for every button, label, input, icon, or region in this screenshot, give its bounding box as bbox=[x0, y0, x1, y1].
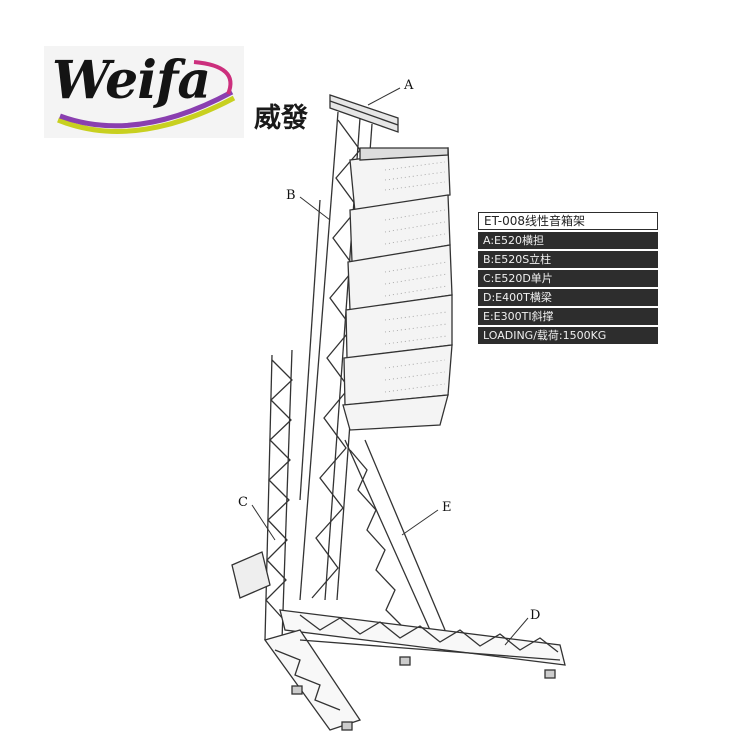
callout-d: D bbox=[530, 608, 541, 623]
callout-leader-lines bbox=[251, 87, 529, 646]
legend-title: ET-008线性音箱架 bbox=[478, 212, 658, 230]
legend-row-a: A:E520横担 bbox=[478, 232, 658, 249]
legend-row-c: C:E520D单片 bbox=[478, 270, 658, 287]
logo-wordmark: Weifa bbox=[52, 50, 211, 111]
chain-hoist-box bbox=[231, 551, 271, 599]
weifa-logo: Weifa 威發 bbox=[44, 46, 308, 138]
legend-row-b: B:E520S立柱 bbox=[478, 251, 658, 268]
single-section-truss bbox=[264, 349, 293, 641]
callout-e: E bbox=[442, 500, 452, 515]
logo-chinese-name: 威發 bbox=[254, 103, 308, 134]
legend-row-d: D:E400T横梁 bbox=[478, 289, 658, 306]
logo-swoosh-graphic bbox=[57, 60, 236, 134]
callout-b: B bbox=[286, 188, 296, 203]
speaker-grille-dots bbox=[384, 161, 448, 393]
top-header-beam bbox=[329, 94, 399, 133]
legend-row-e: E:E300TI斜撑 bbox=[478, 308, 658, 325]
parts-legend: ET-008线性音箱架 A:E520横担 B:E520S立柱 C:E520D单片… bbox=[478, 212, 658, 346]
diagonal-brace-truss bbox=[344, 439, 446, 631]
outrigger-feet bbox=[291, 656, 556, 731]
line-array-speakers bbox=[342, 147, 453, 431]
legend-row-loading: LOADING/载荷:1500KG bbox=[478, 327, 658, 344]
callout-c: C bbox=[238, 495, 248, 510]
callout-a: A bbox=[404, 78, 414, 93]
base-cross-beams bbox=[263, 609, 566, 731]
